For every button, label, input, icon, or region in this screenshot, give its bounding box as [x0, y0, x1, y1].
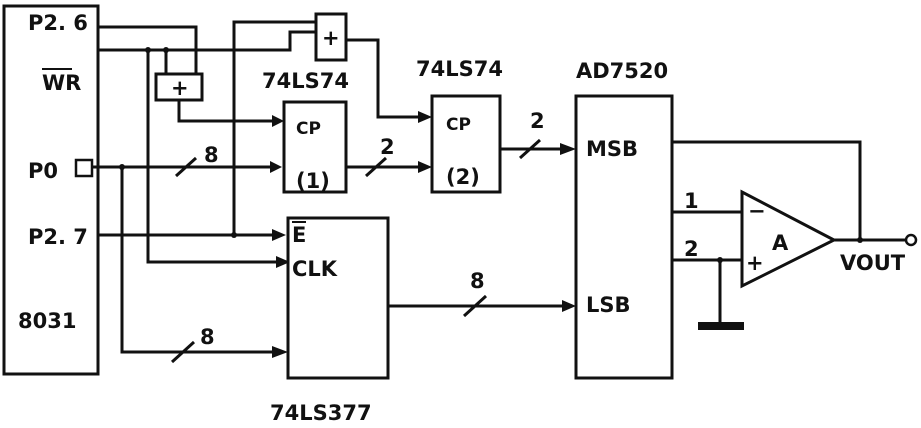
dac-pin1-label: 1: [684, 189, 699, 213]
mcu-8031: 8031 P2. 6 WR P0 P2. 7: [2, 4, 100, 376]
pin-p26-label: P2. 6: [28, 11, 88, 35]
dac-pin2-label: 2: [684, 237, 699, 261]
latch2-index: (2): [446, 165, 480, 189]
latch1-index: (1): [296, 169, 330, 193]
bus-slashes: [170, 138, 542, 364]
latch377-title: 74LS377: [270, 401, 372, 425]
pin-wr-label: WR: [42, 71, 81, 95]
opamp-label: A: [772, 231, 789, 255]
opamp-plus: +: [746, 251, 764, 275]
bus-width-p0: 8: [204, 143, 219, 167]
or-gate-small: +: [154, 72, 204, 102]
latch377-enable-label: E: [292, 223, 306, 247]
wiring: [92, 20, 906, 354]
latch-74ls74-2: 74LS74 CP (2): [416, 57, 503, 194]
bus-width-latch1-out: 2: [380, 135, 395, 159]
p0-port-square: [74, 158, 94, 178]
output-terminal: VOUT: [840, 233, 918, 275]
mcu-label: 8031: [18, 309, 76, 333]
latch2-cp-label: CP: [446, 115, 471, 135]
or-gate-small-symbol: +: [171, 76, 189, 100]
dac-ad7520: AD7520 MSB LSB 1 2: [574, 59, 699, 380]
latch377-clk-label: CLK: [292, 257, 338, 281]
latch1-title: 74LS74: [262, 69, 349, 93]
latch2-title: 74LS74: [416, 57, 503, 81]
dac-msb-label: MSB: [586, 137, 638, 161]
bus-width-latch377-out: 8: [470, 269, 485, 293]
opamp-minus: −: [748, 199, 766, 223]
bus-width-latch377-in: 8: [200, 325, 215, 349]
arrowheads: [270, 111, 576, 358]
ground-symbol: [698, 322, 744, 330]
vout-label: VOUT: [840, 251, 906, 275]
dac-lsb-label: LSB: [586, 293, 631, 317]
latch-74ls74-1: 74LS74 CP (1): [262, 69, 349, 194]
latch1-cp-label: CP: [296, 119, 321, 139]
pin-p27-label: P2. 7: [28, 225, 88, 249]
latch-74ls377: E CLK 74LS377: [270, 216, 390, 425]
junction-dots: [119, 47, 863, 263]
dac-title: AD7520: [576, 59, 668, 83]
or-gate-large: +: [314, 12, 348, 62]
opamp: − + A: [740, 189, 838, 289]
pin-p0-label: P0: [28, 159, 58, 183]
bus-width-latch2-out: 2: [530, 109, 545, 133]
or-gate-large-symbol: +: [322, 26, 340, 50]
